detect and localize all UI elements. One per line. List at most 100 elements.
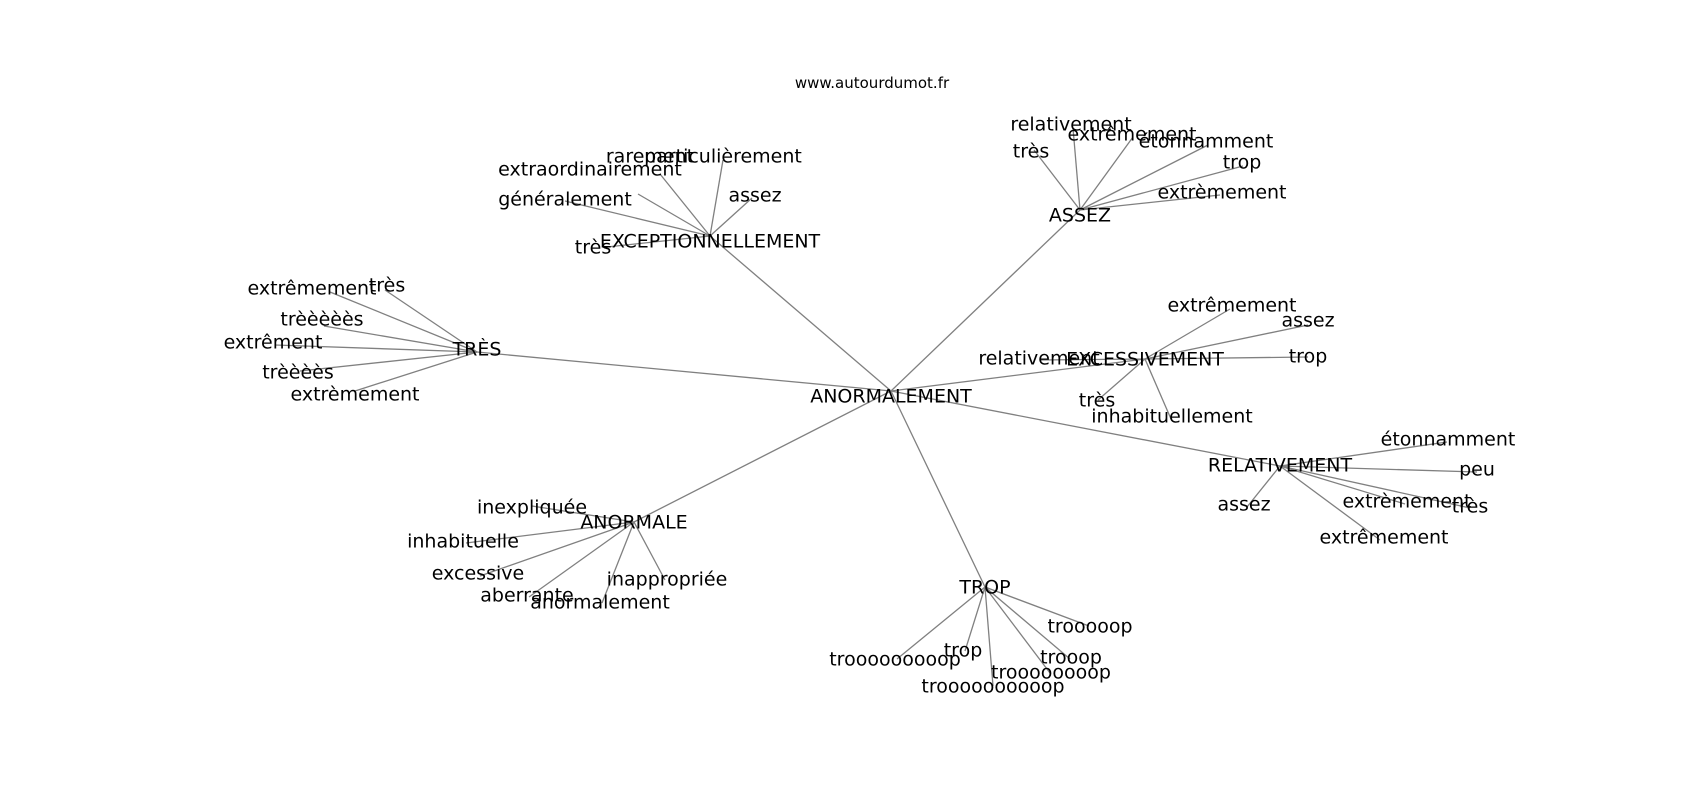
edge-anormale-4 (633, 521, 666, 581)
leaf-node-excessivement-3: trop (1289, 346, 1328, 368)
leaf-node-tres-3: extrêment (224, 332, 323, 354)
leaf-node-relativement-4: très (1452, 496, 1488, 518)
edge-anormale-2 (479, 521, 635, 577)
leaf-node-assez-5: extrèmement (1157, 182, 1286, 204)
leaf-node-excessivement-0: extrêmement (1167, 295, 1296, 317)
edge-trop-1 (984, 586, 1071, 660)
edge-root-excessivement (890, 358, 1146, 392)
edge-tres-5 (354, 351, 478, 392)
leaf-node-anormale-0: inexpliquée (477, 497, 587, 519)
leaf-node-anormale-2: excessive (432, 563, 524, 585)
edge-trop-4 (896, 586, 986, 660)
leaf-node-trop-5: troooooooooop (921, 676, 1064, 698)
edge-anormale-0 (531, 505, 635, 523)
leaf-node-exceptionnellement-4: assez (728, 185, 781, 207)
edge-excessivement-4 (1097, 358, 1146, 401)
edge-exceptionnellement-5 (606, 235, 711, 248)
edge-tres-2 (323, 325, 478, 353)
edge-anormale-3 (528, 521, 635, 598)
edge-tres-4 (299, 351, 478, 372)
leaf-node-tres-0: extrêmement (247, 278, 376, 300)
edge-excessivement-1 (1144, 324, 1309, 360)
root-node: ANORMALEMENT (810, 386, 972, 408)
edge-excessivement-5 (1144, 358, 1172, 420)
edge-root-anormale (633, 390, 892, 523)
edge-assez-3 (1079, 144, 1209, 211)
leaf-node-excessivement-2: relativement (978, 348, 1099, 370)
edge-anormale-1 (465, 521, 635, 544)
edges-layer (274, 127, 1478, 687)
edge-excessivement-3 (1144, 356, 1309, 360)
edge-root-relativement (890, 390, 1281, 467)
watermark-text: www.autourdumot.fr (795, 74, 950, 92)
leaf-node-excessivement-4: très (1079, 390, 1115, 412)
edge-root-assez (890, 209, 1081, 392)
edge-tres-1 (384, 289, 478, 353)
edge-relativement-2 (1246, 465, 1281, 508)
hub-node-anormale: ANORMALE (580, 512, 687, 534)
hub-node-excessivement: EXCESSIVEMENT (1066, 349, 1224, 371)
leaf-node-assez-2: extrêmement (1067, 124, 1196, 146)
labels-layer: extraordinairementrarementparticulièreme… (224, 114, 1516, 698)
edge-trop-3 (964, 586, 986, 652)
leaf-node-tres-2: trèèèèès (280, 309, 363, 331)
leaf-node-tres-1: très (369, 275, 405, 297)
leaf-node-exceptionnellement-2: particulièrement (644, 146, 802, 168)
hub-node-relativement: RELATIVEMENT (1208, 455, 1353, 477)
leaf-node-relativement-5: extrêmement (1319, 527, 1448, 549)
leaf-node-assez-0: relativement (1010, 114, 1131, 136)
leaf-node-trop-3: trop (944, 640, 983, 662)
leaf-node-anormale-1: inhabituelle (407, 531, 519, 553)
leaf-node-relativement-2: assez (1217, 494, 1270, 516)
edge-trop-5 (984, 586, 994, 687)
edge-relativement-1 (1279, 465, 1478, 473)
leaf-node-excessivement-5: inhabituellement (1091, 406, 1252, 428)
edge-trop-2 (984, 586, 1051, 674)
edge-root-trop (890, 390, 986, 588)
edge-exceptionnellement-2 (709, 159, 724, 237)
leaf-node-trop-4: trooooooooop (829, 649, 961, 671)
edge-assez-0 (1072, 127, 1081, 211)
leaf-node-excessivement-1: assez (1281, 310, 1334, 332)
leaf-node-tres-5: extrèmement (290, 384, 419, 406)
edge-tres-0 (329, 291, 478, 353)
hub-node-trop: TROP (958, 577, 1010, 599)
edge-root-tres (476, 351, 892, 392)
edge-relativement-4 (1279, 465, 1471, 509)
edge-exceptionnellement-0 (637, 193, 711, 237)
leaf-node-exceptionnellement-3: généralement (498, 189, 632, 211)
hub-node-tres: TRÈS (452, 338, 502, 361)
edge-relativement-5 (1279, 465, 1381, 541)
leaf-node-relativement-1: peu (1459, 459, 1495, 481)
edge-relativement-3 (1279, 465, 1406, 505)
hub-node-assez: ASSEZ (1049, 205, 1111, 227)
leaf-node-anormale-5: anormalement (530, 592, 670, 614)
edge-exceptionnellement-3 (564, 200, 711, 237)
leaf-node-relativement-0: étonnamment (1381, 429, 1516, 451)
edge-exceptionnellement-1 (659, 173, 711, 237)
leaf-node-anormale-4: inappropriée (607, 569, 728, 591)
hub-node-exceptionnellement: EXCEPTIONNELLEMENT (600, 231, 821, 253)
leaf-node-assez-4: trop (1223, 152, 1262, 174)
leaf-node-exceptionnellement-5: très (575, 237, 611, 259)
leaf-node-anormale-3: aberrante (480, 585, 574, 607)
edge-trop-0 (984, 586, 1090, 627)
edge-root-exceptionnellement (709, 235, 892, 392)
leaf-node-tres-4: trèèèès (262, 362, 334, 384)
edge-assez-1 (1033, 149, 1081, 211)
edge-anormale-5 (601, 521, 635, 604)
leaf-node-relativement-3: extrèmement (1342, 491, 1471, 513)
leaf-node-exceptionnellement-0: extraordinairement (498, 159, 682, 181)
edge-assez-5 (1079, 194, 1221, 211)
edge-assez-4 (1079, 165, 1244, 211)
leaf-node-assez-1: très (1013, 141, 1049, 163)
edge-relativement-0 (1279, 441, 1448, 467)
edge-excessivement-2 (1039, 358, 1146, 361)
leaf-node-trop-2: troooooooop (991, 662, 1111, 684)
leaf-node-assez-3: étonnamment (1139, 131, 1274, 153)
edge-assez-2 (1079, 136, 1134, 211)
edge-excessivement-0 (1144, 308, 1231, 360)
leaf-node-trop-1: trooop (1040, 647, 1102, 669)
leaf-node-exceptionnellement-1: rarement (606, 146, 694, 168)
